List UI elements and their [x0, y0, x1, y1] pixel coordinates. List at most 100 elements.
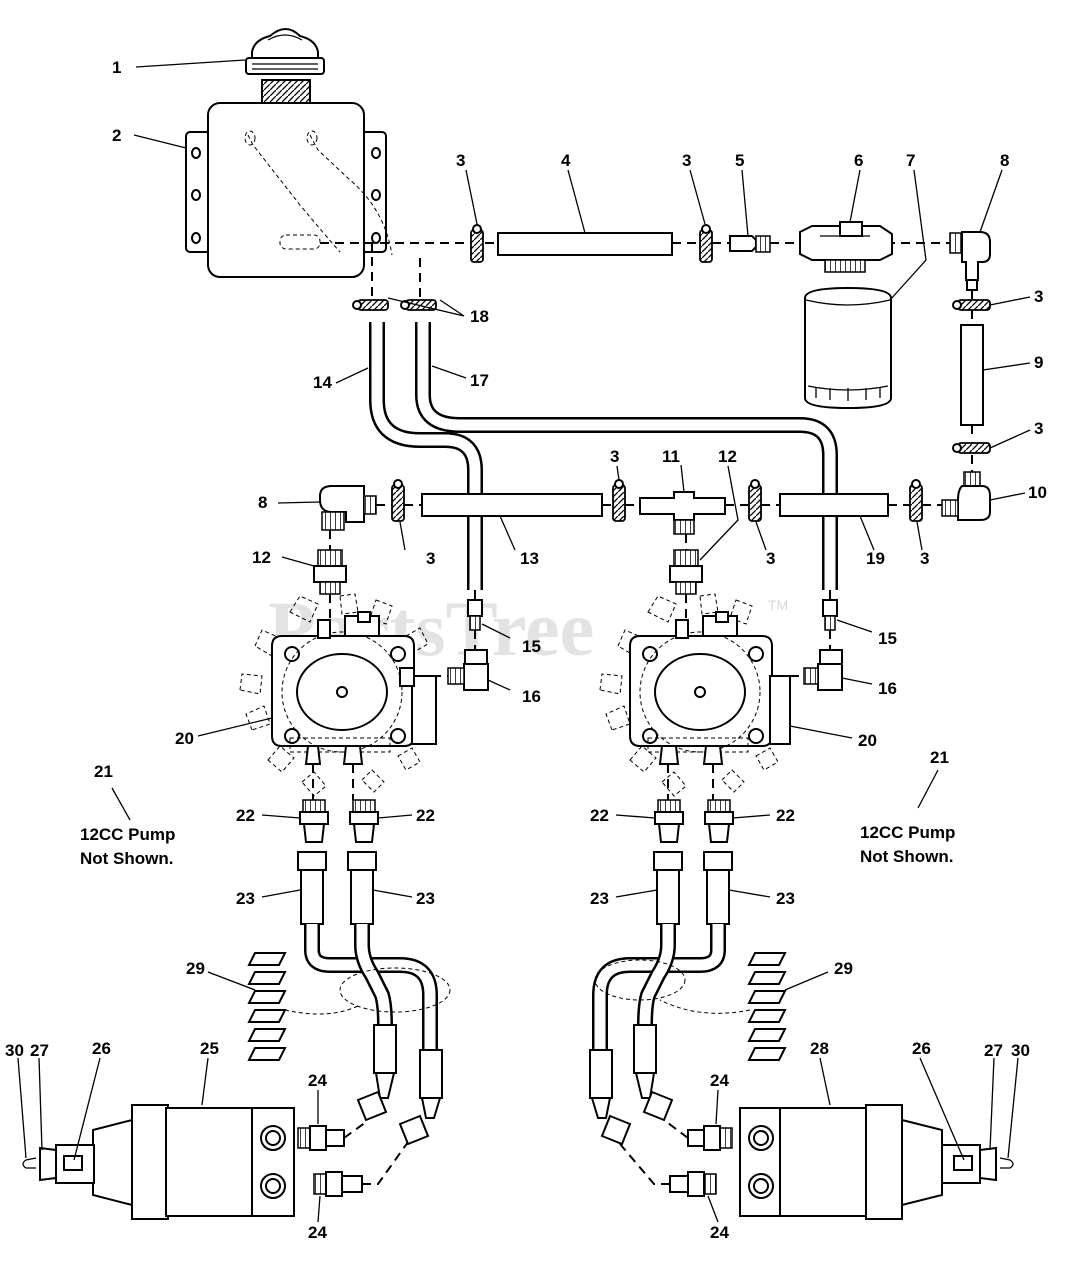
- callout-22: 22: [776, 806, 795, 825]
- hose-17: [415, 322, 838, 590]
- callout-19: 19: [866, 549, 885, 568]
- callout-3: 3: [920, 549, 929, 568]
- hose-clamp-18: [352, 299, 389, 311]
- fitting-24: [297, 1125, 345, 1151]
- hose-clamp: [909, 479, 923, 522]
- callout-18: 18: [470, 307, 489, 326]
- callout-8: 8: [258, 493, 267, 512]
- callout-3: 3: [1034, 287, 1043, 306]
- callout-3: 3: [682, 151, 691, 170]
- callout-24: 24: [710, 1071, 729, 1090]
- callout-11: 11: [662, 447, 680, 466]
- callout-3: 3: [1034, 419, 1043, 438]
- callout-25: 25: [200, 1039, 219, 1058]
- tee-19: [779, 493, 889, 517]
- decal-29-right: [659, 952, 787, 1061]
- watermark-trademark: TM: [768, 597, 788, 613]
- callout-29: 29: [834, 959, 853, 978]
- callout-leaders: [17, 59, 1031, 1223]
- hose-clamp: [952, 299, 991, 311]
- barb-fitting-5: [729, 235, 771, 253]
- callout-28: 28: [810, 1039, 829, 1058]
- callout-24: 24: [710, 1223, 729, 1242]
- callout-12: 12: [718, 447, 737, 466]
- callout-13: 13: [520, 549, 539, 568]
- decal-29-left: [247, 952, 361, 1061]
- callout-15: 15: [878, 629, 897, 648]
- fitting-22: [654, 799, 684, 843]
- callout-22: 22: [236, 806, 255, 825]
- callout-24: 24: [308, 1071, 327, 1090]
- callout-29: 29: [186, 959, 205, 978]
- callout-5: 5: [735, 151, 744, 170]
- fitting-24: [687, 1125, 733, 1151]
- callout-26: 26: [912, 1039, 931, 1058]
- fitting-22: [349, 799, 379, 843]
- callout-3: 3: [610, 447, 619, 466]
- callout-21: 21: [94, 762, 113, 781]
- hose-assembly-23-left: [297, 851, 451, 1146]
- callout-6: 6: [854, 151, 863, 170]
- hose-4: [497, 232, 673, 256]
- callout-26: 26: [92, 1039, 111, 1058]
- elbow-fitting-8: [949, 231, 991, 291]
- hose-14: [369, 322, 483, 590]
- elbow-fitting-8: [319, 485, 377, 531]
- hydraulic-tank: [185, 102, 393, 278]
- callout-23: 23: [236, 889, 255, 908]
- callout-30: 30: [5, 1041, 24, 1060]
- fitting-24: [669, 1171, 717, 1197]
- fitting-22: [299, 799, 329, 843]
- oil-filter-7: [804, 286, 892, 410]
- adapter-12: [313, 549, 347, 595]
- hose-clamp: [612, 479, 626, 522]
- wheel-motor-25: [22, 1104, 295, 1220]
- elbow-fitting-16: [803, 649, 843, 691]
- callout-4: 4: [561, 151, 571, 170]
- callout-12: 12: [252, 548, 271, 567]
- note-12cc-pump-left: 12CC Pump: [80, 825, 175, 844]
- callout-20: 20: [858, 731, 877, 750]
- callout-7: 7: [906, 151, 915, 170]
- callout-3: 3: [766, 549, 775, 568]
- callout-17: 17: [470, 371, 489, 390]
- hose-clamp: [748, 479, 762, 522]
- callout-labels: 1 2 3 4 3 5 6 7 8 3 9 3 10 18 14 17 3 11…: [5, 58, 1047, 1242]
- tee-fitting-11: [639, 491, 726, 535]
- filter-head-6: [799, 221, 893, 273]
- note-not-shown-right: Not Shown.: [860, 847, 953, 866]
- callout-3: 3: [426, 549, 435, 568]
- callout-16: 16: [878, 679, 897, 698]
- callout-23: 23: [776, 889, 795, 908]
- callout-27: 27: [984, 1041, 1003, 1060]
- callout-23: 23: [416, 889, 435, 908]
- adapter-12: [669, 549, 703, 595]
- callout-20: 20: [175, 729, 194, 748]
- fitting-24: [313, 1171, 363, 1197]
- hose-clamp: [699, 224, 713, 263]
- hose-clamp: [952, 442, 991, 454]
- tee-13: [421, 493, 603, 517]
- callout-10: 10: [1028, 483, 1047, 502]
- elbow-fitting-10: [941, 471, 991, 521]
- note-not-shown-left: Not Shown.: [80, 849, 173, 868]
- hydraulic-pump-right: [599, 593, 791, 797]
- callout-3: 3: [456, 151, 465, 170]
- tank-cap: [245, 28, 325, 75]
- fitting-15: [822, 599, 838, 631]
- hydraulic-pump-left: [239, 593, 437, 797]
- callout-1: 1: [112, 58, 121, 77]
- callout-16: 16: [522, 687, 541, 706]
- callout-30: 30: [1011, 1041, 1030, 1060]
- callout-22: 22: [590, 806, 609, 825]
- callout-22: 22: [416, 806, 435, 825]
- callout-21: 21: [930, 748, 949, 767]
- hose-clamp: [391, 479, 405, 522]
- hose-assembly-23-right: [589, 851, 733, 1146]
- callout-27: 27: [30, 1041, 49, 1060]
- wheel-motor-28: [739, 1104, 1014, 1220]
- callout-9: 9: [1034, 353, 1043, 372]
- callout-15: 15: [522, 637, 541, 656]
- callout-14: 14: [313, 373, 332, 392]
- callout-2: 2: [112, 126, 121, 145]
